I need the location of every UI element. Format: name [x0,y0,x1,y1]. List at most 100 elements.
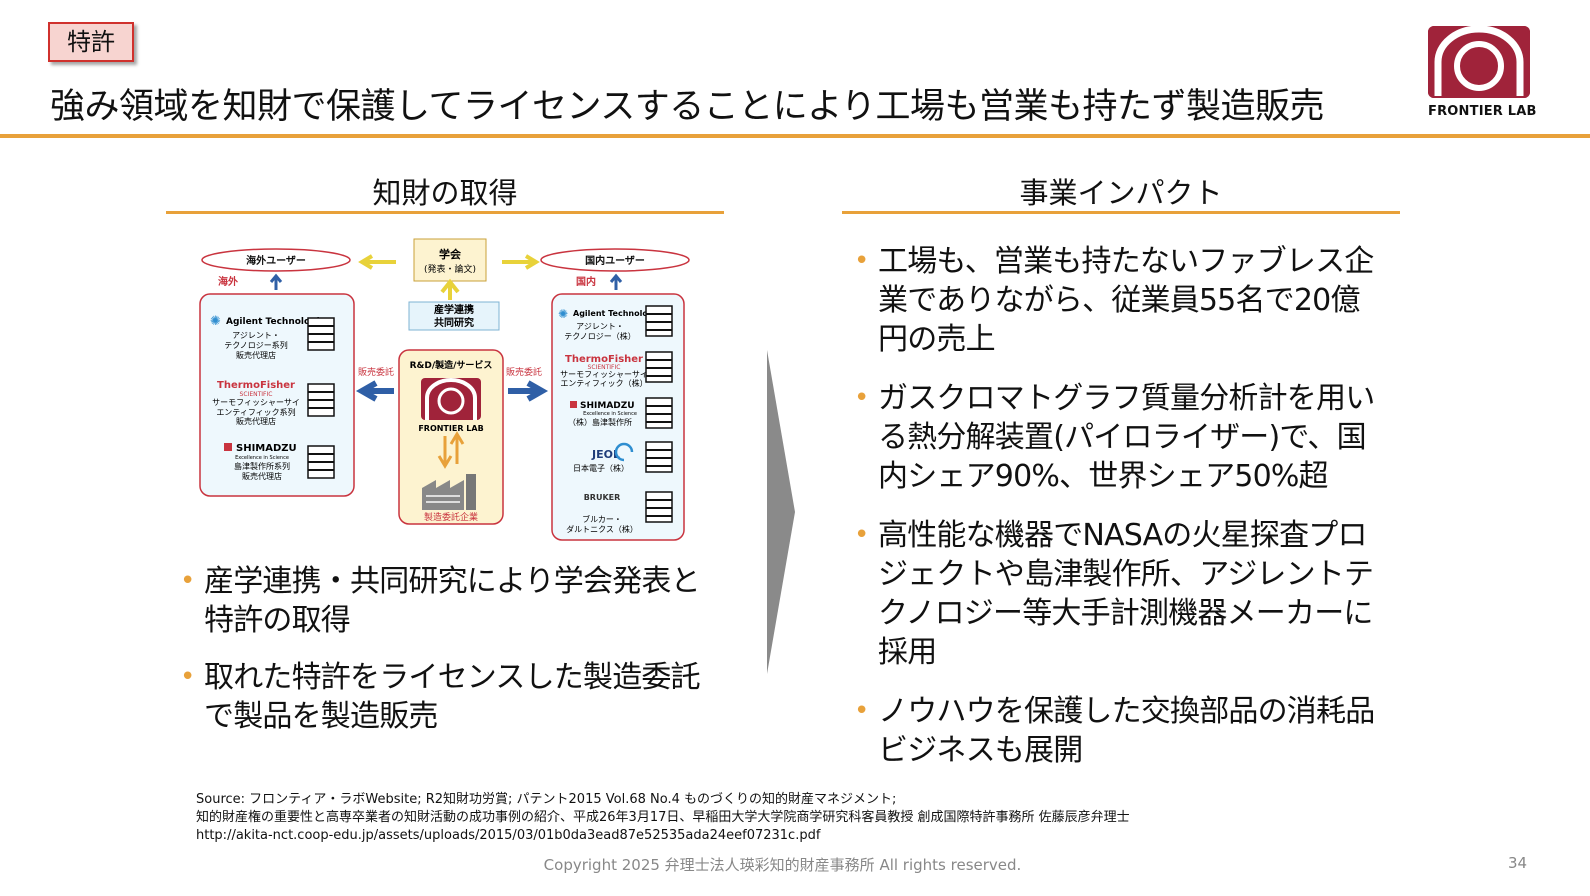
industry-box [408,301,500,331]
bullet-dot-icon: • [854,246,869,276]
source-notes: Source: フロンティア・ラボWebsite; R2知財功労賞; パテント2… [196,791,1130,845]
right-company-5-brand: BRUKER [584,493,621,502]
chevron-right-icon [767,350,795,674]
jeol-icon [614,442,634,462]
shimadzu-icon [224,443,232,451]
overseas-user-ellipse [201,248,351,272]
copyright: Copyright 2025 弁理士法人瑛彩知的財産事務所 All rights… [543,856,1022,874]
right-company-1-l2: テクノロジー（株） [564,331,636,341]
source-url: http://akita-nct.coop-edu.jp/assets/uplo… [196,828,821,843]
up-arrow-icon [609,273,623,290]
left-company-2-sub: SCIENTIFIC [240,391,273,398]
left-company-1-l1: アジレント・ [232,331,280,340]
up-arrow-icon [440,278,460,300]
right-company-5-l2: ダルトニクス（株） [566,524,638,534]
logo-text: FRONTIER LAB [1428,104,1537,119]
up-arrow-icon [269,273,283,290]
agilent-icon: ✺ [210,314,221,329]
right-company-4-brand: JEOL [591,448,620,461]
source-line-1: Source: フロンティア・ラボWebsite; R2知財功労賞; パテント2… [196,792,897,807]
logo-ring-icon [425,378,477,420]
logo-ring-icon [1428,25,1530,98]
right-bullet-3: •高性能な機器でNASAの火星探査プロジェクトや島津製作所、アジレントテクノロジ… [854,518,1374,670]
center-logo-mark [421,378,481,420]
right-company-3-l1: （株）島津製作所 [568,417,632,427]
right-company-3-brand: SHIMADZU [580,401,635,411]
right-company-2-brand: ThermoFisher [565,354,643,365]
domestic-user-label: 国内ユーザー [585,254,645,267]
page-title: 強み領域を知財で保護してライセンスすることにより工場も営業も持たず製造販売 [50,87,1325,127]
building-icon [645,441,673,473]
industry-label-1: 産学連携 [434,303,474,316]
right-section-heading: 事業インパクト [1019,176,1223,210]
right-bullet-1: •工場も、営業も持たないファブレス企業でありながら、従業員55名で20億円の売上 [854,244,1374,357]
left-bullet-1: •産学連携・共同研究により学会発表と特許の取得 [180,564,701,638]
left-bullet-list: •産学連携・共同研究により学会発表と特許の取得 •取れた特許をライセンスした製造… [180,562,720,736]
building-icon [645,351,673,383]
agilent-icon: ✺ [558,307,568,321]
left-company-2-l1: サーモフィッシャーサイ [212,398,300,407]
category-tag-label: 特許 [67,28,115,56]
bullet-dot-icon: • [180,566,195,596]
industry-label-2: 共同研究 [434,316,474,329]
title-divider [0,134,1590,138]
exchange-arrows-icon [437,431,465,469]
right-bullet-4: •ノウハウを保護した交換部品の消耗品ビジネスも展開 [854,694,1375,768]
right-company-5-l1: ブルカー・ [582,514,622,524]
academic-box [413,238,487,282]
right-company-2-sub: SCIENTIFIC [588,364,621,371]
bullet-dot-icon: • [854,520,869,550]
building-icon [645,305,673,337]
right-company-4-l1: 日本電子（株） [573,463,629,473]
contract-label: 製造委託企業 [424,511,478,523]
left-company-3-sub: Excellence in Science [235,455,289,461]
source-line-2: 知的財産権の重要性と高専卒業者の知財活動の成功事例の紹介、平成26年3月17日、… [196,810,1130,825]
building-icon [307,317,335,351]
right-company-3-sub: Excellence in Science [583,411,637,417]
center-top-label: R&D/製造/サービス [410,359,493,371]
left-arrow-icon [358,254,396,270]
right-arrow-icon [508,380,549,402]
bullet-dot-icon: • [854,696,869,726]
left-bullet-2: •取れた特許をライセンスした製造委託で製品を製造販売 [180,660,701,734]
left-section-rule [166,211,724,214]
academic-label: 学会 [439,247,462,261]
right-arrow-icon [502,254,540,270]
domestic-label: 国内 [576,275,596,288]
left-company-3-l2: 販売代理店 [242,471,282,481]
academic-sub-label: (発表・論文) [424,263,476,275]
business-model-diagram: 海外ユーザー 海外 国内ユーザー 国内 学会 (発表・論文) 産学連携 共同研究… [199,238,690,541]
page-number: 34 [1508,854,1528,872]
overseas-label: 海外 [218,275,238,288]
left-company-1-brand: Agilent Technologies [226,317,331,327]
left-company-1-l3: 販売代理店 [236,350,276,360]
sales-right-label: 販売委託 [506,366,542,378]
left-company-2-l3: 販売代理店 [236,416,276,426]
sales-left-label: 販売委託 [358,366,394,378]
building-icon [307,445,335,479]
left-section-heading: 知財の取得 [372,176,518,210]
right-company-1-l1: アジレント・ [576,322,624,331]
bullet-dot-icon: • [180,662,195,692]
left-company-2-l2: エンティフィック系列 [216,407,295,417]
building-icon [645,397,673,429]
domestic-user-ellipse [540,248,690,272]
left-company-1-l2: テクノロジー系列 [224,340,288,350]
building-icon [645,491,673,523]
right-company-2-l2: エンティフィック（株） [560,378,647,388]
logo-mark [1428,25,1530,98]
factory-icon [422,474,476,510]
overseas-user-label: 海外ユーザー [246,254,306,267]
category-tag: 特許 [48,22,134,62]
bullet-dot-icon: • [854,383,869,413]
right-company-2-l1: サーモフィッシャーサイ [560,370,648,379]
left-company-2-brand: ThermoFisher [217,380,295,391]
left-company-3-l1: 島津製作所系列 [234,461,290,471]
frontier-lab-logo: FRONTIER LAB [1428,25,1537,122]
right-section-rule [842,211,1400,214]
right-bullet-2: •ガスクロマトグラフ質量分析計を用いる熱分解装置(パイロライザー)で、国内シェア… [854,381,1375,494]
building-icon [307,383,335,417]
left-company-3-brand: SHIMADZU [236,443,297,454]
right-bullet-list: •工場も、営業も持たないファブレス企業でありながら、従業員55名で20億円の売上… [854,242,1388,770]
right-company-1-brand: Agilent Technologies [573,309,667,318]
